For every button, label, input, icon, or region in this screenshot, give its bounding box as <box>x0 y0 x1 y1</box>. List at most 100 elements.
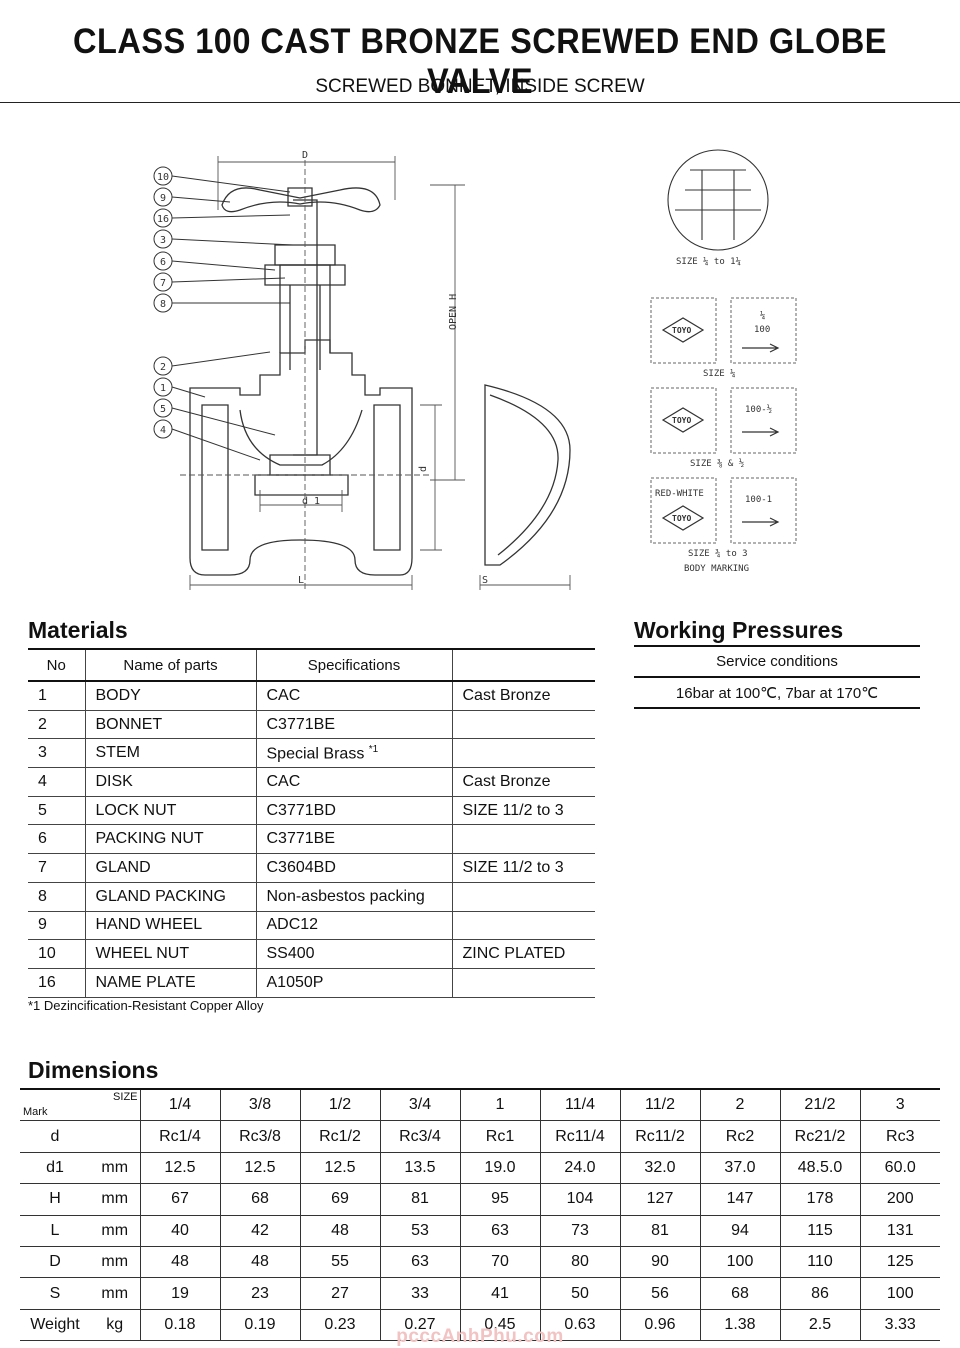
materials-name: WHEEL NUT <box>84 939 256 969</box>
dim-value: Rc3/4 <box>379 1120 460 1153</box>
dim-value: 70 <box>459 1246 540 1279</box>
page-title: CLASS 100 CAST BRONZE SCREWED END GLOBE … <box>73 22 887 101</box>
dim-value: 23 <box>219 1277 300 1310</box>
materials-no: 4 <box>28 767 85 797</box>
balloon-3: 3 <box>153 229 294 249</box>
dim-unit: mm <box>90 1277 140 1310</box>
size-header: 3/8 <box>219 1088 300 1122</box>
dim-value: 60.0 <box>859 1152 940 1185</box>
size-header: 1 <box>459 1088 540 1122</box>
materials-header-row: No Name of parts Specifications <box>28 648 595 682</box>
dim-value: Rc3 <box>859 1120 940 1153</box>
materials-no: 9 <box>28 911 85 941</box>
col-note <box>451 648 595 682</box>
dim-value: 127 <box>619 1183 700 1216</box>
dim-value: 13.5 <box>379 1152 460 1185</box>
dim-value: 100 <box>859 1277 940 1310</box>
page-subtitle: SCREWED BONNET, INSIDE SCREW <box>315 76 645 97</box>
dim-unit: kg <box>90 1309 140 1342</box>
dim-unit <box>90 1120 140 1153</box>
materials-heading: Materials <box>28 617 128 643</box>
dim-value: 33 <box>379 1277 460 1310</box>
dim-value: 110 <box>779 1246 860 1279</box>
dim-label-d: d <box>418 466 429 472</box>
dim-value: 48 <box>299 1215 380 1247</box>
mark-toyo-2: TOYO <box>672 416 691 425</box>
dim-value: 81 <box>619 1215 700 1247</box>
dim-value: 104 <box>539 1183 620 1216</box>
materials-no: 7 <box>28 853 85 883</box>
balloon-6: 6 <box>153 251 276 271</box>
materials-no: 8 <box>28 882 85 912</box>
materials-note <box>451 968 595 998</box>
dim-value: 0.23 <box>299 1309 380 1342</box>
materials-no: 10 <box>28 939 85 969</box>
dim-unit: mm <box>90 1215 140 1247</box>
dim-value: 19.0 <box>459 1152 540 1185</box>
size-header: 21/2 <box>779 1088 860 1122</box>
svg-text:1: 1 <box>160 383 166 394</box>
dim-value: Rc1 <box>459 1120 540 1153</box>
size-header: 1/4 <box>139 1088 220 1122</box>
dim-mark-label: L <box>20 1215 90 1247</box>
dim-value: 0.96 <box>619 1309 700 1342</box>
materials-no: 1 <box>28 681 85 711</box>
materials-spec: CAC <box>255 767 452 797</box>
dimensions-heading: Dimensions <box>28 1057 159 1083</box>
materials-spec: A1050P <box>255 968 452 998</box>
dim-value: 12.5 <box>299 1152 380 1185</box>
materials-note <box>451 824 595 855</box>
balloon-10: 10 <box>153 166 291 193</box>
dim-value: 0.27 <box>379 1309 460 1342</box>
dim-value: Rc11/2 <box>619 1120 700 1153</box>
dim-value: 100 <box>699 1246 780 1279</box>
dim-value: 37.0 <box>699 1152 780 1185</box>
dim-value: 63 <box>379 1246 460 1279</box>
dim-value: 27 <box>299 1277 380 1310</box>
divider <box>0 102 960 103</box>
materials-note: Cast Bronze <box>451 767 595 797</box>
dim-value: 55 <box>299 1246 380 1279</box>
col-no: No <box>28 648 85 682</box>
dim-value: 50 <box>539 1277 620 1310</box>
corner-size-label: SIZE <box>113 1091 138 1103</box>
materials-no: 2 <box>28 710 85 740</box>
size-header: 3/4 <box>379 1088 460 1122</box>
balloon-8: 8 <box>153 293 290 313</box>
dim-label-d1: d 1 <box>302 496 320 507</box>
dim-value: 0.45 <box>459 1309 540 1342</box>
materials-note <box>451 738 595 769</box>
service-conditions-header: Service conditions <box>634 645 920 678</box>
mark-caption-2: SIZE ⅜ & ½ <box>690 458 744 469</box>
service-conditions-value: 16bar at 100℃, 7bar at 170℃ <box>634 677 920 709</box>
svg-text:16: 16 <box>157 214 169 225</box>
mark-class-100-half: 100-½ <box>745 404 772 415</box>
materials-no: 3 <box>28 738 85 769</box>
dim-mark-label: H <box>20 1183 90 1216</box>
dim-value: Rc21/2 <box>779 1120 860 1153</box>
dim-value: 2.5 <box>779 1309 860 1342</box>
size-header: 11/4 <box>539 1088 620 1122</box>
dim-value: 48.5.0 <box>779 1152 860 1185</box>
dim-value: 67 <box>139 1183 220 1216</box>
mark-toyo-1: TOYO <box>672 326 691 335</box>
materials-spec: C3771BE <box>255 710 452 740</box>
col-spec: Specifications <box>255 648 452 682</box>
dim-value: Rc3/8 <box>219 1120 300 1153</box>
materials-spec: Special Brass *1 <box>255 738 452 769</box>
dim-label-L: L <box>298 575 304 586</box>
materials-name: GLAND <box>84 853 256 883</box>
materials-name: NAME PLATE <box>84 968 256 998</box>
